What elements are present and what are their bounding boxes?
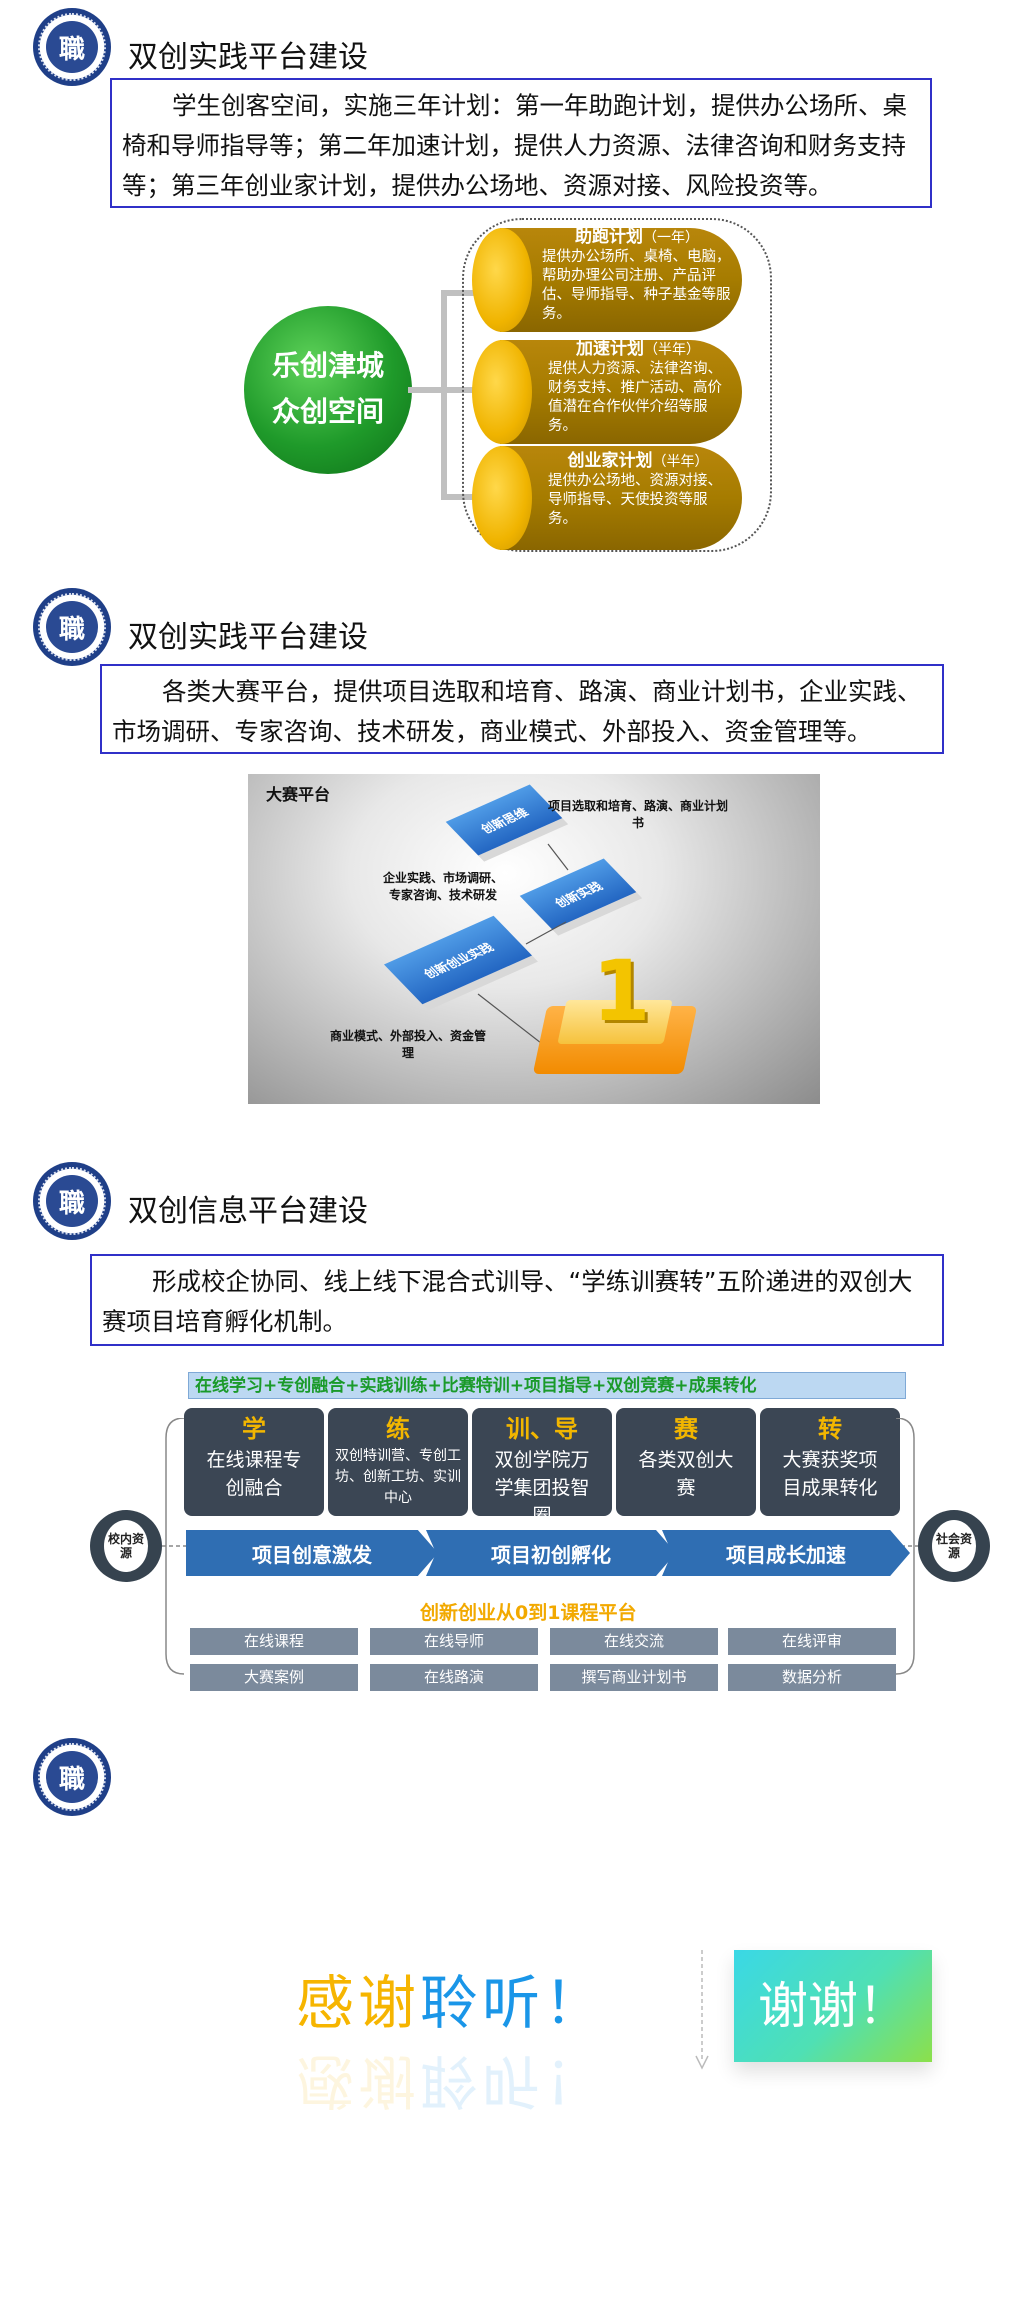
stage-arrow-incubation: 项目初创孵化 bbox=[426, 1530, 676, 1576]
maker-space-ball: 乐创津城 众创空间 bbox=[244, 306, 412, 474]
section-title: 双创实践平台建设 bbox=[128, 40, 368, 75]
reflection-part-b: 聆听！ bbox=[420, 2047, 607, 2115]
intro-text-box: 形成校企协同、线上线下混合式训导、“学练训赛转”五阶递进的双创大赛项目培育孵化机… bbox=[90, 1254, 944, 1346]
card-head: 练 bbox=[386, 1415, 410, 1443]
intro-text-box: 学生创客空间，实施三年计划：第一年助跑计划，提供办公场所、桌椅和导师指导等；第二… bbox=[110, 78, 932, 208]
section-title: 双创实践平台建设 bbox=[128, 620, 368, 655]
cloud-label: 社会资源 bbox=[932, 1520, 976, 1572]
card-body: 双创学院万学集团投智圈 bbox=[494, 1449, 590, 1527]
intro-text-box: 各类大赛平台，提供项目选取和培育、路演、商业计划书，企业实践、市场调研、专家咨询… bbox=[100, 664, 944, 754]
plan-duration: （半年） bbox=[652, 454, 709, 470]
stage-card-train-guide: 训、导 双创学院万学集团投智圈 bbox=[472, 1408, 612, 1527]
stage-arrow-ideation: 项目创意激发 bbox=[186, 1530, 438, 1576]
university-logo: 職 bbox=[33, 1738, 111, 1816]
ball-line-1: 乐创津城 bbox=[271, 349, 384, 382]
plan-desc: 提供人力资源、法律咨询、财务支持、推广活动、高价值潜在合作伙伴介绍等服务。 bbox=[548, 361, 722, 434]
stage-card-learn: 学 在线课程专创融合 bbox=[184, 1408, 324, 1516]
plan-text-3: 创业家计划（半年） 提供办公场地、资源对接、导师指导、天使投资等服务。 bbox=[548, 452, 728, 529]
platform-item-business-plan: 撰写商业计划书 bbox=[550, 1664, 718, 1691]
plan-desc: 提供办公场所、桌椅、电脑，帮助办理公司注册、产品评估、导师指导、种子基金等服务。 bbox=[542, 249, 731, 322]
cylinder-cap-2 bbox=[472, 340, 532, 444]
university-logo: 職 bbox=[33, 8, 111, 86]
step-label-1: 项目选取和培育、路演、商业计划书 bbox=[548, 799, 729, 830]
logo-ring bbox=[38, 1167, 106, 1235]
social-resources-cloud-icon: 社会资源 bbox=[918, 1510, 990, 1582]
platform-item-online-mentor: 在线导师 bbox=[370, 1628, 538, 1655]
intro-text: 学生创客空间，实施三年计划：第一年助跑计划，提供办公场所、桌椅和导师指导等；第二… bbox=[122, 91, 907, 200]
course-platform-title: 创新创业从0到1课程平台 bbox=[420, 1602, 637, 1624]
university-logo: 職 bbox=[33, 588, 111, 666]
plan-text-2: 加速计划（半年） 提供人力资源、法律咨询、财务支持、推广活动、高价值潜在合作伙伴… bbox=[548, 340, 728, 436]
card-body: 在线课程专创融合 bbox=[206, 1449, 302, 1499]
stage-arrow-acceleration: 项目成长加速 bbox=[662, 1530, 910, 1576]
learning-path-strip: 在线学习+专创融合+实践训练+比赛特训+项目指导+双创竞赛+成果转化 bbox=[188, 1372, 906, 1399]
plan-cylinder-3 bbox=[500, 446, 742, 550]
ball-line-2: 众创空间 bbox=[271, 395, 384, 428]
plan-duration: （一年） bbox=[643, 230, 699, 246]
step-arrows bbox=[477, 843, 569, 1065]
plan-text-1: 助跑计划（一年） 提供办公场所、桌椅、电脑，帮助办理公司注册、产品评估、导师指导… bbox=[542, 228, 732, 324]
thanks-for-listening: 感谢聆听！ bbox=[296, 1956, 606, 2040]
logo-ring bbox=[38, 13, 106, 81]
university-seal-icon: 職 bbox=[46, 1175, 98, 1227]
card-head: 学 bbox=[242, 1415, 266, 1443]
trophy-number-1: 1 bbox=[592, 942, 651, 1040]
plan-title: 加速计划 bbox=[576, 339, 644, 359]
plan-cylinder-1 bbox=[500, 228, 742, 332]
card-body: 大赛获奖项目成果转化 bbox=[782, 1449, 878, 1499]
card-body: 双创特训营、专创工坊、创新工坊、实训中心 bbox=[335, 1448, 461, 1506]
platform-item-data-analysis: 数据分析 bbox=[728, 1664, 896, 1691]
campus-resources-cloud-icon: 校内资源 bbox=[90, 1510, 162, 1582]
university-seal-icon: 職 bbox=[46, 1751, 98, 1803]
plans-dotted-frame bbox=[462, 218, 772, 552]
logo-ring bbox=[38, 1743, 106, 1811]
thanks-reflection: 感谢聆听！ bbox=[296, 2044, 606, 2128]
platform-item-online-review: 在线评审 bbox=[728, 1628, 896, 1655]
logo-ring bbox=[38, 593, 106, 661]
university-seal-icon: 職 bbox=[46, 21, 98, 73]
card-head: 赛 bbox=[674, 1415, 698, 1443]
university-seal-icon: 職 bbox=[46, 601, 98, 653]
divider-arrow bbox=[695, 1950, 709, 2070]
cloud-label: 校内资源 bbox=[104, 1520, 148, 1572]
stage-card-transform: 转 大赛获奖项目成果转化 bbox=[760, 1408, 900, 1516]
intro-text: 各类大赛平台，提供项目选取和培育、路演、商业计划书，企业实践、市场调研、专家咨询… bbox=[112, 677, 922, 746]
thanks-part-b: 聆听！ bbox=[420, 1969, 607, 2037]
platform-item-online-exchange: 在线交流 bbox=[550, 1628, 718, 1655]
step-label-3: 商业模式、外部投入、资金管理 bbox=[329, 1029, 486, 1060]
competition-platform-graphic: 大赛平台 创新思维 创新实践 创新创业实践 项目选取和培育、路演、商业计划书 企… bbox=[248, 774, 820, 1104]
section-title: 双创信息平台建设 bbox=[128, 1194, 368, 1229]
plan-title: 创业家计划 bbox=[567, 451, 653, 471]
cylinder-cap-1 bbox=[472, 228, 532, 332]
stage-card-compete: 赛 各类双创大赛 bbox=[616, 1408, 756, 1516]
card-body: 各类双创大赛 bbox=[638, 1449, 734, 1499]
university-logo: 職 bbox=[33, 1162, 111, 1240]
thank-you-box: 谢谢！ bbox=[734, 1950, 932, 2062]
plan-desc: 提供办公场地、资源对接、导师指导、天使投资等服务。 bbox=[548, 473, 722, 527]
intro-text: 形成校企协同、线上线下混合式训导、“学练训赛转”五阶递进的双创大赛项目培育孵化机… bbox=[102, 1267, 913, 1336]
thanks-part-a: 感谢 bbox=[296, 1969, 421, 2037]
platform-item-competition-cases: 大赛案例 bbox=[190, 1664, 358, 1691]
cylinder-cap-3 bbox=[472, 446, 532, 550]
reflection-part-a: 感谢 bbox=[296, 2047, 421, 2115]
step-label-2: 企业实践、市场调研、专家咨询、技术研发 bbox=[382, 871, 503, 902]
plan-cylinder-2 bbox=[500, 340, 742, 444]
card-head: 转 bbox=[818, 1415, 842, 1443]
platform-item-online-roadshow: 在线路演 bbox=[370, 1664, 538, 1691]
plan-duration: （半年） bbox=[644, 342, 700, 358]
plan-title: 助跑计划 bbox=[575, 227, 643, 247]
platform-item-online-course: 在线课程 bbox=[190, 1628, 358, 1655]
stage-title: 大赛平台 bbox=[266, 785, 331, 804]
stage-card-practice: 练 双创特训营、专创工坊、创新工坊、实训中心 bbox=[328, 1408, 468, 1516]
card-head: 训、导 bbox=[506, 1415, 578, 1443]
